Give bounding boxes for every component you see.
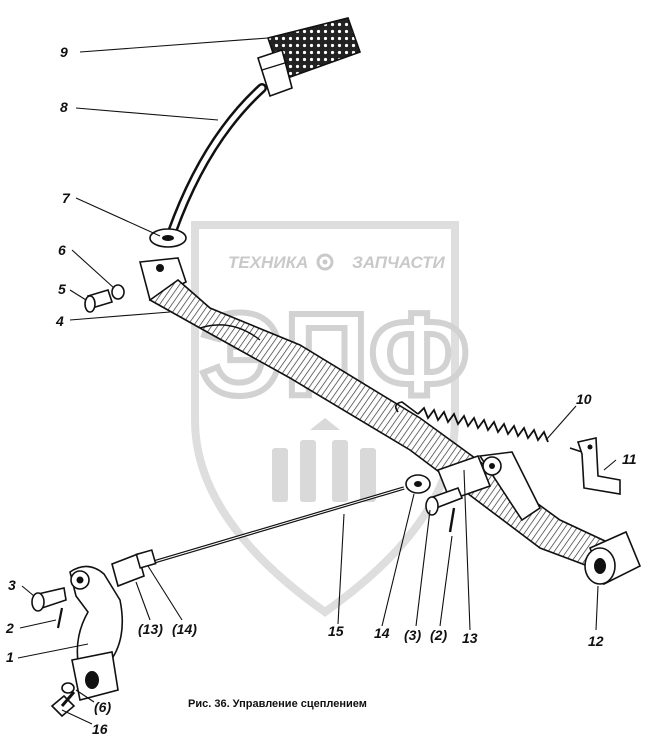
leader-lines (17, 37, 617, 725)
callout-9: 9 (60, 44, 68, 60)
callout-15: 15 (328, 623, 344, 639)
callouts: 9 8 7 6 5 4 10 11 12 13 14 15 (3) (2) (1… (5, 44, 637, 737)
callout-3-paren: (3) (404, 627, 421, 643)
bolt-top (84, 289, 114, 313)
bolt-bottom (50, 691, 76, 718)
callout-5: 5 (58, 281, 66, 297)
gear-icon (316, 253, 334, 271)
callout-6-paren: (6) (94, 699, 111, 715)
lock-washer-bottom (61, 682, 75, 694)
callout-4: 4 (55, 313, 64, 329)
washer (149, 228, 187, 248)
wheat-emblem-icon (272, 418, 376, 502)
bushing (584, 530, 642, 586)
rod-fork (111, 549, 157, 588)
callout-7: 7 (62, 190, 71, 206)
pin-right (425, 486, 464, 516)
callout-3: 3 (8, 577, 16, 593)
callout-2: 2 (5, 620, 14, 636)
nut (405, 474, 431, 494)
cotter-pin-left (56, 607, 64, 629)
callout-11: 11 (622, 451, 637, 467)
callout-12: 12 (588, 633, 604, 649)
small-lever (69, 565, 124, 701)
callout-13-paren: (13) (138, 621, 163, 637)
watermark-right-word: ЗАПЧАСТИ (352, 253, 445, 272)
callout-13: 13 (462, 630, 478, 646)
callout-14-paren: (14) (172, 621, 197, 637)
watermark-left-word: ТЕХНИКА (228, 253, 308, 272)
pin-left (31, 587, 67, 612)
pedal-arm (167, 83, 267, 237)
clamp-bracket (436, 451, 542, 522)
callout-8: 8 (60, 99, 68, 115)
lock-washer-top (111, 284, 125, 300)
rod (119, 486, 405, 574)
callout-2-paren: (2) (430, 627, 447, 643)
cotter-pin-right (448, 507, 456, 533)
callout-14: 14 (374, 625, 390, 641)
spring-bracket (576, 437, 621, 495)
pedal-pad (257, 17, 362, 98)
figure-caption: Рис. 36. Управление сцеплением (188, 698, 367, 710)
callout-10: 10 (576, 391, 592, 407)
callout-16: 16 (92, 721, 108, 737)
spring (394, 401, 583, 453)
callout-6: 6 (58, 242, 66, 258)
callout-1: 1 (6, 649, 14, 665)
